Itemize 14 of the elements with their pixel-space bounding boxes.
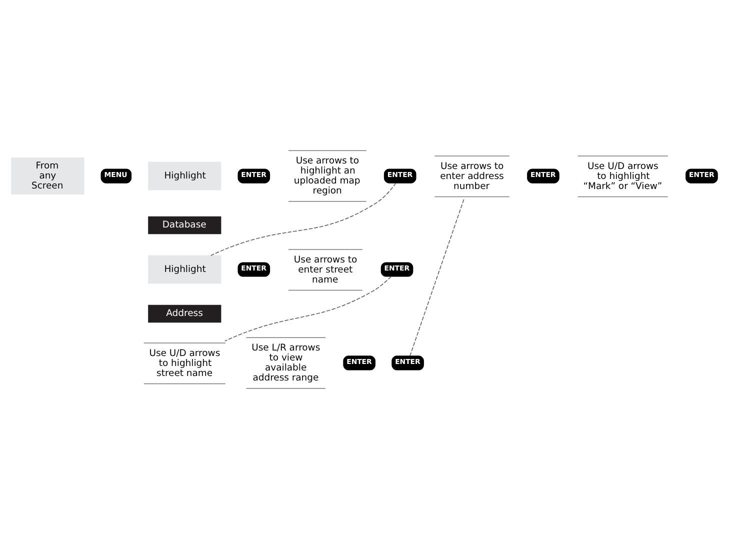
node-text: Use arrows to enter street name xyxy=(294,254,358,285)
node-box: Address xyxy=(148,304,222,322)
node-box: From any Screen xyxy=(11,157,84,194)
connector xyxy=(410,197,465,356)
connector xyxy=(224,276,392,341)
node-box: Highlight xyxy=(148,254,222,284)
node-text: Use U/D arrows to highlight street name xyxy=(149,347,220,378)
node-box: Highlight xyxy=(148,161,222,190)
connector xyxy=(210,182,396,256)
node-box: Database xyxy=(148,216,222,234)
node-text: Use arrows to highlight an uploaded map region xyxy=(294,154,360,196)
node-text: Use L/R arrows to view available address range xyxy=(252,342,320,383)
node-text: Use arrows to enter address number xyxy=(440,160,504,192)
node-text: Use U/D arrows to highlight “Mark” or “View” xyxy=(583,160,662,192)
